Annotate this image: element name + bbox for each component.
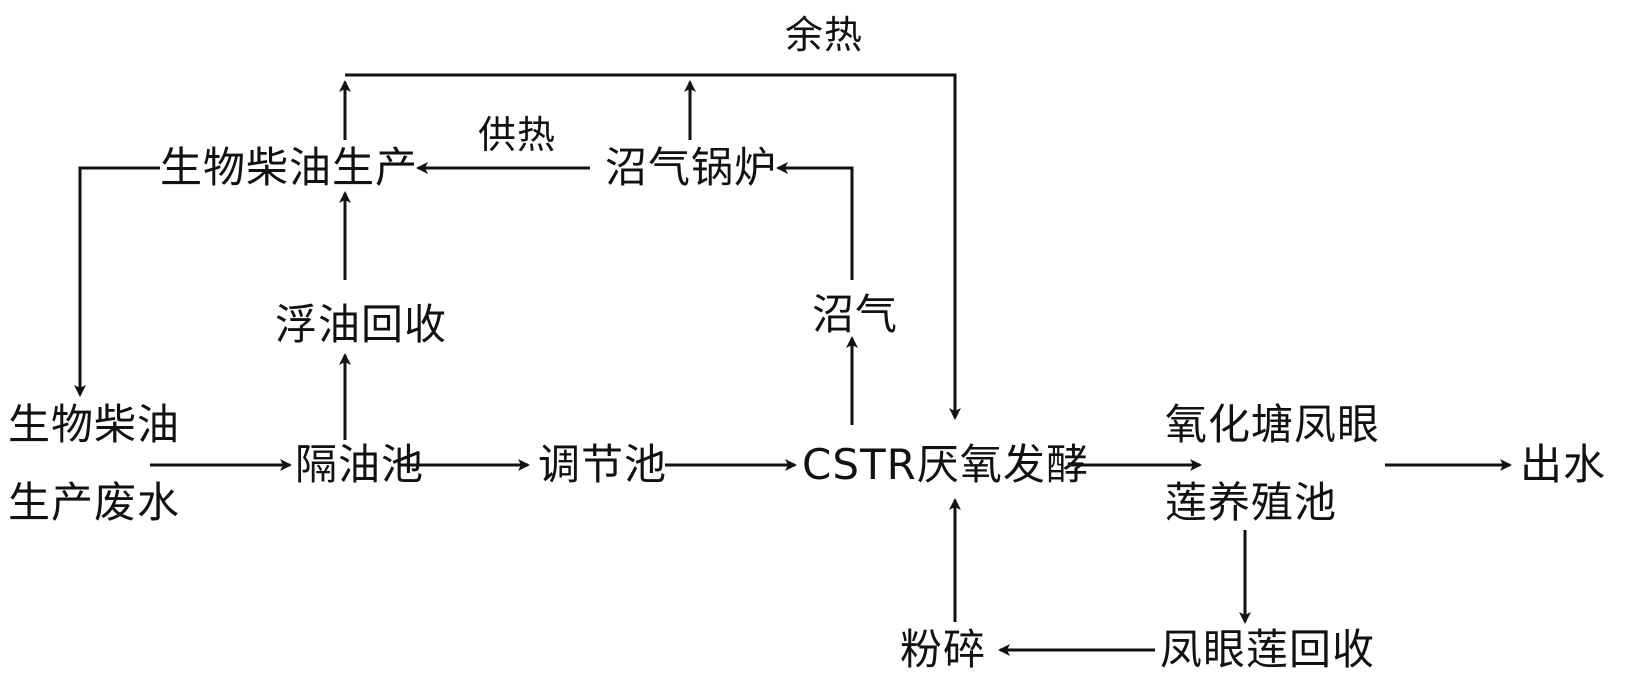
wastewater-node-line1: 生物柴油 [8,400,181,449]
oil-recovery-node: 浮油回收 [275,300,448,349]
oxidation-pond-node-line1: 氧化塘凤眼 [1165,400,1381,449]
biodiesel-production-node: 生物柴油生产 [160,143,419,192]
crushing-node: 粉碎 [900,625,987,674]
oil-separator-node: 隔油池 [295,440,425,489]
arrow-biodiesel-to-wastewater [74,166,160,397]
waste-heat-label: 余热 [785,13,864,57]
regulating-tank-node: 调节池 [538,440,668,489]
biogas-node: 沼气 [812,290,899,339]
arrow-biogas-to-boiler [776,162,854,280]
oxidation-pond-node-line2: 莲养殖池 [1165,478,1338,527]
wastewater-node-line2: 生产废水 [8,478,181,527]
heat-supply-label: 供热 [478,113,557,157]
arrow-waste-heat-to-cstr [345,73,961,420]
biogas-boiler-node: 沼气锅炉 [605,143,778,192]
water-hyacinth-recovery-node: 凤眼莲回收 [1160,625,1376,674]
outflow-node: 出水 [1520,440,1607,489]
cstr-node: CSTR厌氧发酵 [802,440,1089,489]
